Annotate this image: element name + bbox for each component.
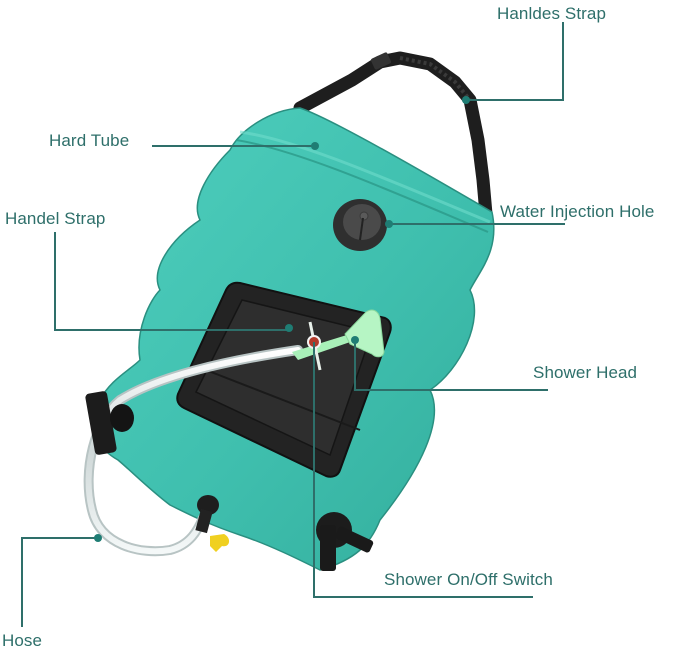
label-handel-strap: Handel Strap xyxy=(5,209,106,228)
label-water-injection-hole: Water Injection Hole xyxy=(500,202,655,221)
label-shower-switch: Shower On/Off Switch xyxy=(384,570,553,589)
label-shower-head: Shower Head xyxy=(533,363,638,382)
label-handles-strap: Hanldes Strap xyxy=(497,4,607,23)
label-hard-tube: Hard Tube xyxy=(49,131,130,150)
callout-dots xyxy=(94,96,470,542)
callout-lines xyxy=(21,22,565,627)
water-injection-cap xyxy=(333,199,387,251)
switch-handle xyxy=(316,512,374,571)
mesh-pocket xyxy=(176,281,392,478)
hose-graphic xyxy=(83,345,303,557)
side-strap-left xyxy=(85,391,134,455)
handles-strap-graphic xyxy=(293,51,493,221)
label-hose: Hose xyxy=(2,631,43,650)
drain-valve xyxy=(195,495,230,552)
